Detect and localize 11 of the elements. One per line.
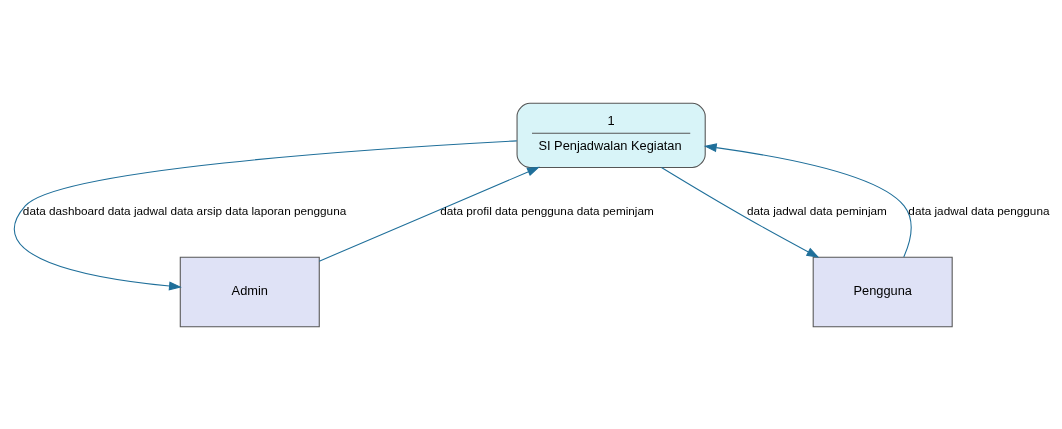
node-box: 1 SI Penjadwalan Kegiatan — [516, 102, 706, 168]
edge-label: data profil data pengguna data peminjam — [440, 203, 654, 217]
edge-label: data dashboard data jadwal data arsip data laporan pengguna — [22, 203, 347, 217]
edge-label: data jadwal data pengguna — [908, 203, 1050, 217]
node-box: Pengguna — [812, 256, 953, 327]
arrow — [13, 139, 518, 290]
node-box: Admin — [179, 256, 320, 327]
arrow — [318, 166, 540, 262]
edge-label: data jadwal data peminjam — [747, 203, 887, 217]
arrow — [703, 142, 912, 257]
arrow — [660, 166, 820, 258]
